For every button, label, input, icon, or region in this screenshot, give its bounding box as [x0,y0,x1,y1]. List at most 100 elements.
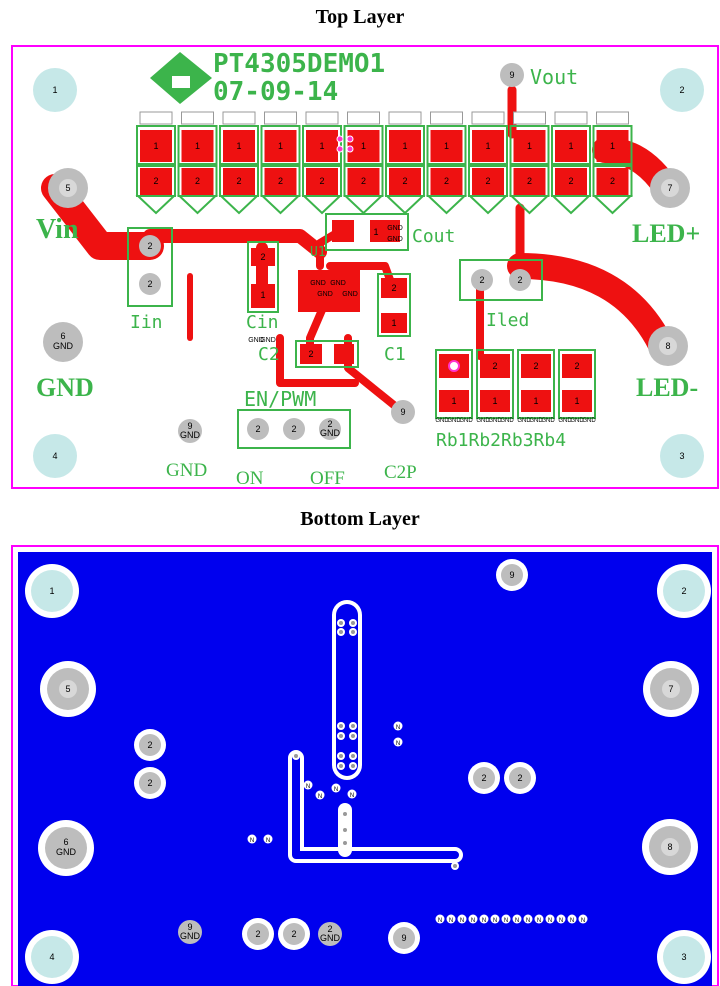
top-terminal-pads: 5 6 GND 7 8 9 9 GND 9 [43,63,690,443]
cin-pad-2: 2 [260,252,265,262]
led-pad-1 [223,130,255,162]
bottom-gnd-test-pad [178,920,202,944]
rb-gnd-net: GND [476,418,490,424]
led-pad-1 [389,130,421,162]
rb-outline [558,349,596,419]
board-title: PT4305DEMO1 [213,49,385,79]
bottom-mh3-label: 3 [681,952,686,962]
bottom-n-via [523,914,533,924]
cin-outline [247,241,279,313]
bottom-via-core [339,630,343,634]
led-pad-2 [347,168,380,196]
led-pad-2-num: 2 [485,176,490,186]
led-pad-2 [140,168,172,196]
led-pad-2 [306,168,338,196]
led-pad-1 [472,130,504,162]
bottom-vout-num: 9 [509,570,514,580]
iled-pad-b: 2 [517,275,522,285]
bottom-n-via-label: N [266,838,270,844]
u1-gnd-b: GND [330,280,346,287]
led-pad-1-num: 1 [527,141,532,151]
top-via [336,145,344,153]
c2-pad-2: 2 [308,349,313,359]
bottom-mh4-label: 4 [49,952,54,962]
led-diode-arrow [384,195,426,215]
rb-gnd-net: GND [447,418,461,424]
bottom-vin-num: 5 [65,684,70,694]
led-pad-1 [596,130,629,162]
bottom-via-core [343,841,347,845]
bottom-iled-b-num: 2 [517,773,522,783]
bottom-led-minus-num: 8 [667,842,672,852]
rb1-via [448,360,460,372]
led-pad-2-num: 2 [568,176,573,186]
bottom-iin-a-num: 2 [147,740,152,750]
vout-label: Vout [530,65,578,89]
bottom-gnd-test-num: 9 [187,922,192,932]
mount-hole-2-label: 2 [679,85,684,95]
rb-pad-1 [480,390,510,412]
rb-pad-2-num: 2 [492,361,497,371]
led-pad-1 [347,130,380,162]
bottom-n-via [247,834,257,844]
bottom-n-via [567,914,577,924]
led-pad-frame [468,125,508,165]
rb-pad-1 [439,390,469,412]
bottom-n-via-label: N [515,918,519,924]
bottom-en-c-net: GND [320,933,341,943]
led-pad-1 [306,130,338,162]
led-pad-1 [513,130,546,162]
led-pad-2-num: 2 [610,176,615,186]
mount-hole-1 [33,68,77,112]
bottom-copper-pour [18,552,712,986]
bottom-n-via-label: N [460,918,464,924]
rb-pad-1-num: 1 [451,396,456,406]
led-pad-2-num: 2 [319,176,324,186]
c2-label: C2 [258,344,280,365]
gnd-test-pad [178,419,202,443]
led-pad-frame [385,125,425,165]
rb-pad-2 [562,354,592,378]
bottom-n-via-label: N [493,918,497,924]
led-pad-frame [302,125,342,165]
led-pad-frame [343,125,384,165]
bottom-en-b-num: 2 [291,929,296,939]
ic-area: 2 1 2 1 2 1 GND GND GND GND GND GND GND … [247,213,411,368]
rb-pad-1-num: 1 [492,396,497,406]
rb-gnd-net: GND [500,418,514,424]
cout-outline [325,213,409,251]
c1-pad-1: 1 [391,318,396,328]
mount-hole-2 [660,68,704,112]
led-pad-1-num: 1 [485,141,490,151]
led-diode-arrow [301,195,343,215]
rb-pad-1 [521,390,551,412]
rb-pad-1 [562,390,592,412]
bottom-via-core [453,864,457,868]
c2p-pad-number: 9 [400,407,405,417]
led-pad-2-num: 2 [195,176,200,186]
bottom-via-core [339,764,343,768]
bottom-n-via [331,783,341,793]
gnd-terminal-pad [43,322,83,362]
mount-hole-4-label: 4 [52,451,57,461]
bottom-n-via-label: N [350,793,354,799]
led-diode-arrow [342,195,385,215]
bottom-via-core [339,724,343,728]
led-pad-frame [136,125,176,165]
led-pad-frame [509,125,550,165]
led-pad-2-num: 2 [402,176,407,186]
led-pad-1 [264,130,297,162]
u1-gnd-c: GND [317,291,333,298]
cout-pad-1: 1 [373,227,378,237]
c2-outline [295,340,359,368]
bottom-n-via [479,914,489,924]
led-pad-1-num: 1 [195,141,200,151]
top-mount-holes: 1 2 4 3 [33,68,704,478]
rb-gnd-net: GND [435,418,449,424]
gnd-test-pad-net: GND [180,430,201,440]
gnd-small-label: GND [166,460,207,481]
en-pad-c-num: 2 [327,419,332,429]
